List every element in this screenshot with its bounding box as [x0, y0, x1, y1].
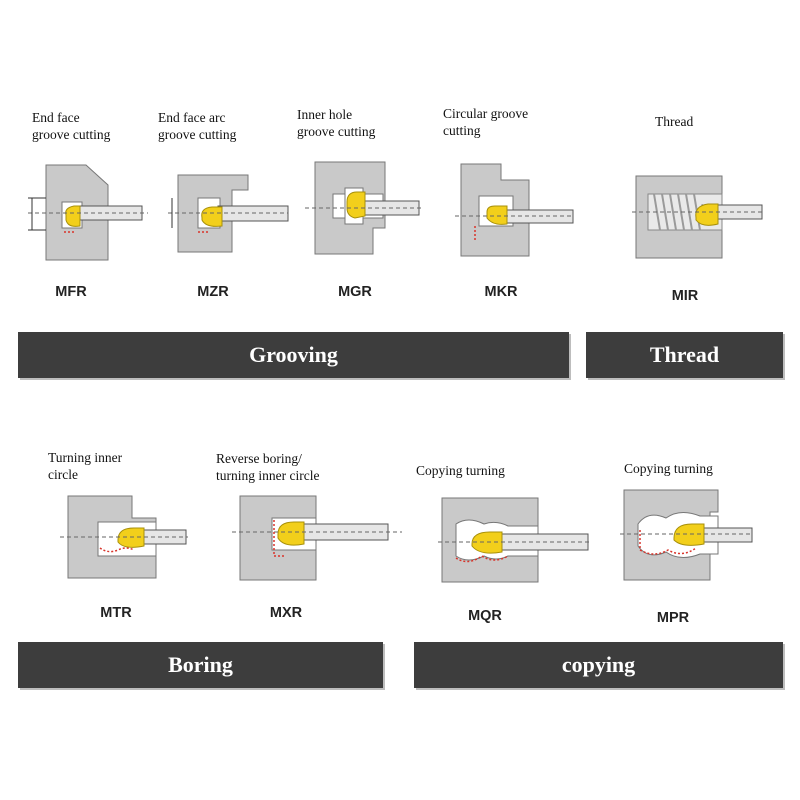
insert-icon: [117, 527, 145, 548]
caption-end-face-groove: End face groove cutting: [32, 110, 111, 142]
insert-icon: [346, 191, 366, 219]
code-mzr: MZR: [197, 284, 229, 300]
code-mpr: MPR: [656, 610, 690, 626]
mkr-diagram: [455, 163, 574, 257]
insert-icon: [486, 205, 508, 225]
caption-reverse-boring: Reverse boring/ turning inner circle: [216, 451, 320, 483]
insert-icon: [695, 203, 719, 226]
mpr-diagram: [620, 489, 753, 581]
caption-inner-hole-groove: Inner hole groove cutting: [297, 107, 376, 139]
thread-bar: Thread: [586, 332, 783, 378]
mqr-diagram: [438, 497, 590, 583]
code-mir: MIR: [671, 288, 699, 304]
mgr-diagram: [305, 161, 423, 255]
insert-icon: [673, 523, 705, 546]
insert-icon: [65, 205, 81, 227]
insert-icon: [201, 206, 223, 227]
cut-path-arrow: [273, 520, 286, 557]
grooving-bar: Grooving: [18, 332, 569, 378]
code-mfr: MFR: [55, 284, 87, 300]
mfr-diagram: [28, 164, 148, 261]
code-mkr: MKR: [484, 284, 518, 300]
copying-bar: copying: [414, 642, 783, 688]
mzr-diagram: [168, 174, 289, 253]
cut-path-arrow: [639, 530, 697, 555]
insert-icon: [277, 521, 305, 546]
mxr-diagram: [232, 495, 402, 581]
insert-icon: [471, 531, 503, 554]
code-mgr: MGR: [338, 284, 372, 300]
caption-end-face-arc-groove: End face arc groove cutting: [158, 110, 237, 142]
code-mqr: MQR: [468, 608, 502, 624]
caption-copying-turning-2: Copying turning: [624, 461, 713, 476]
caption-thread: Thread: [655, 114, 694, 129]
mtr-diagram: [60, 495, 188, 579]
caption-circular-groove: Circular groove cutting: [443, 106, 529, 138]
cut-path-arrow: [99, 547, 135, 553]
code-mxr: MXR: [269, 605, 303, 621]
mir-diagram: [632, 175, 764, 259]
boring-bar: Boring: [18, 642, 383, 688]
caption-copying-turning-1: Copying turning: [416, 463, 505, 478]
code-mtr: MTR: [100, 605, 132, 621]
caption-turning-inner-circle: Turning inner circle: [48, 450, 123, 482]
